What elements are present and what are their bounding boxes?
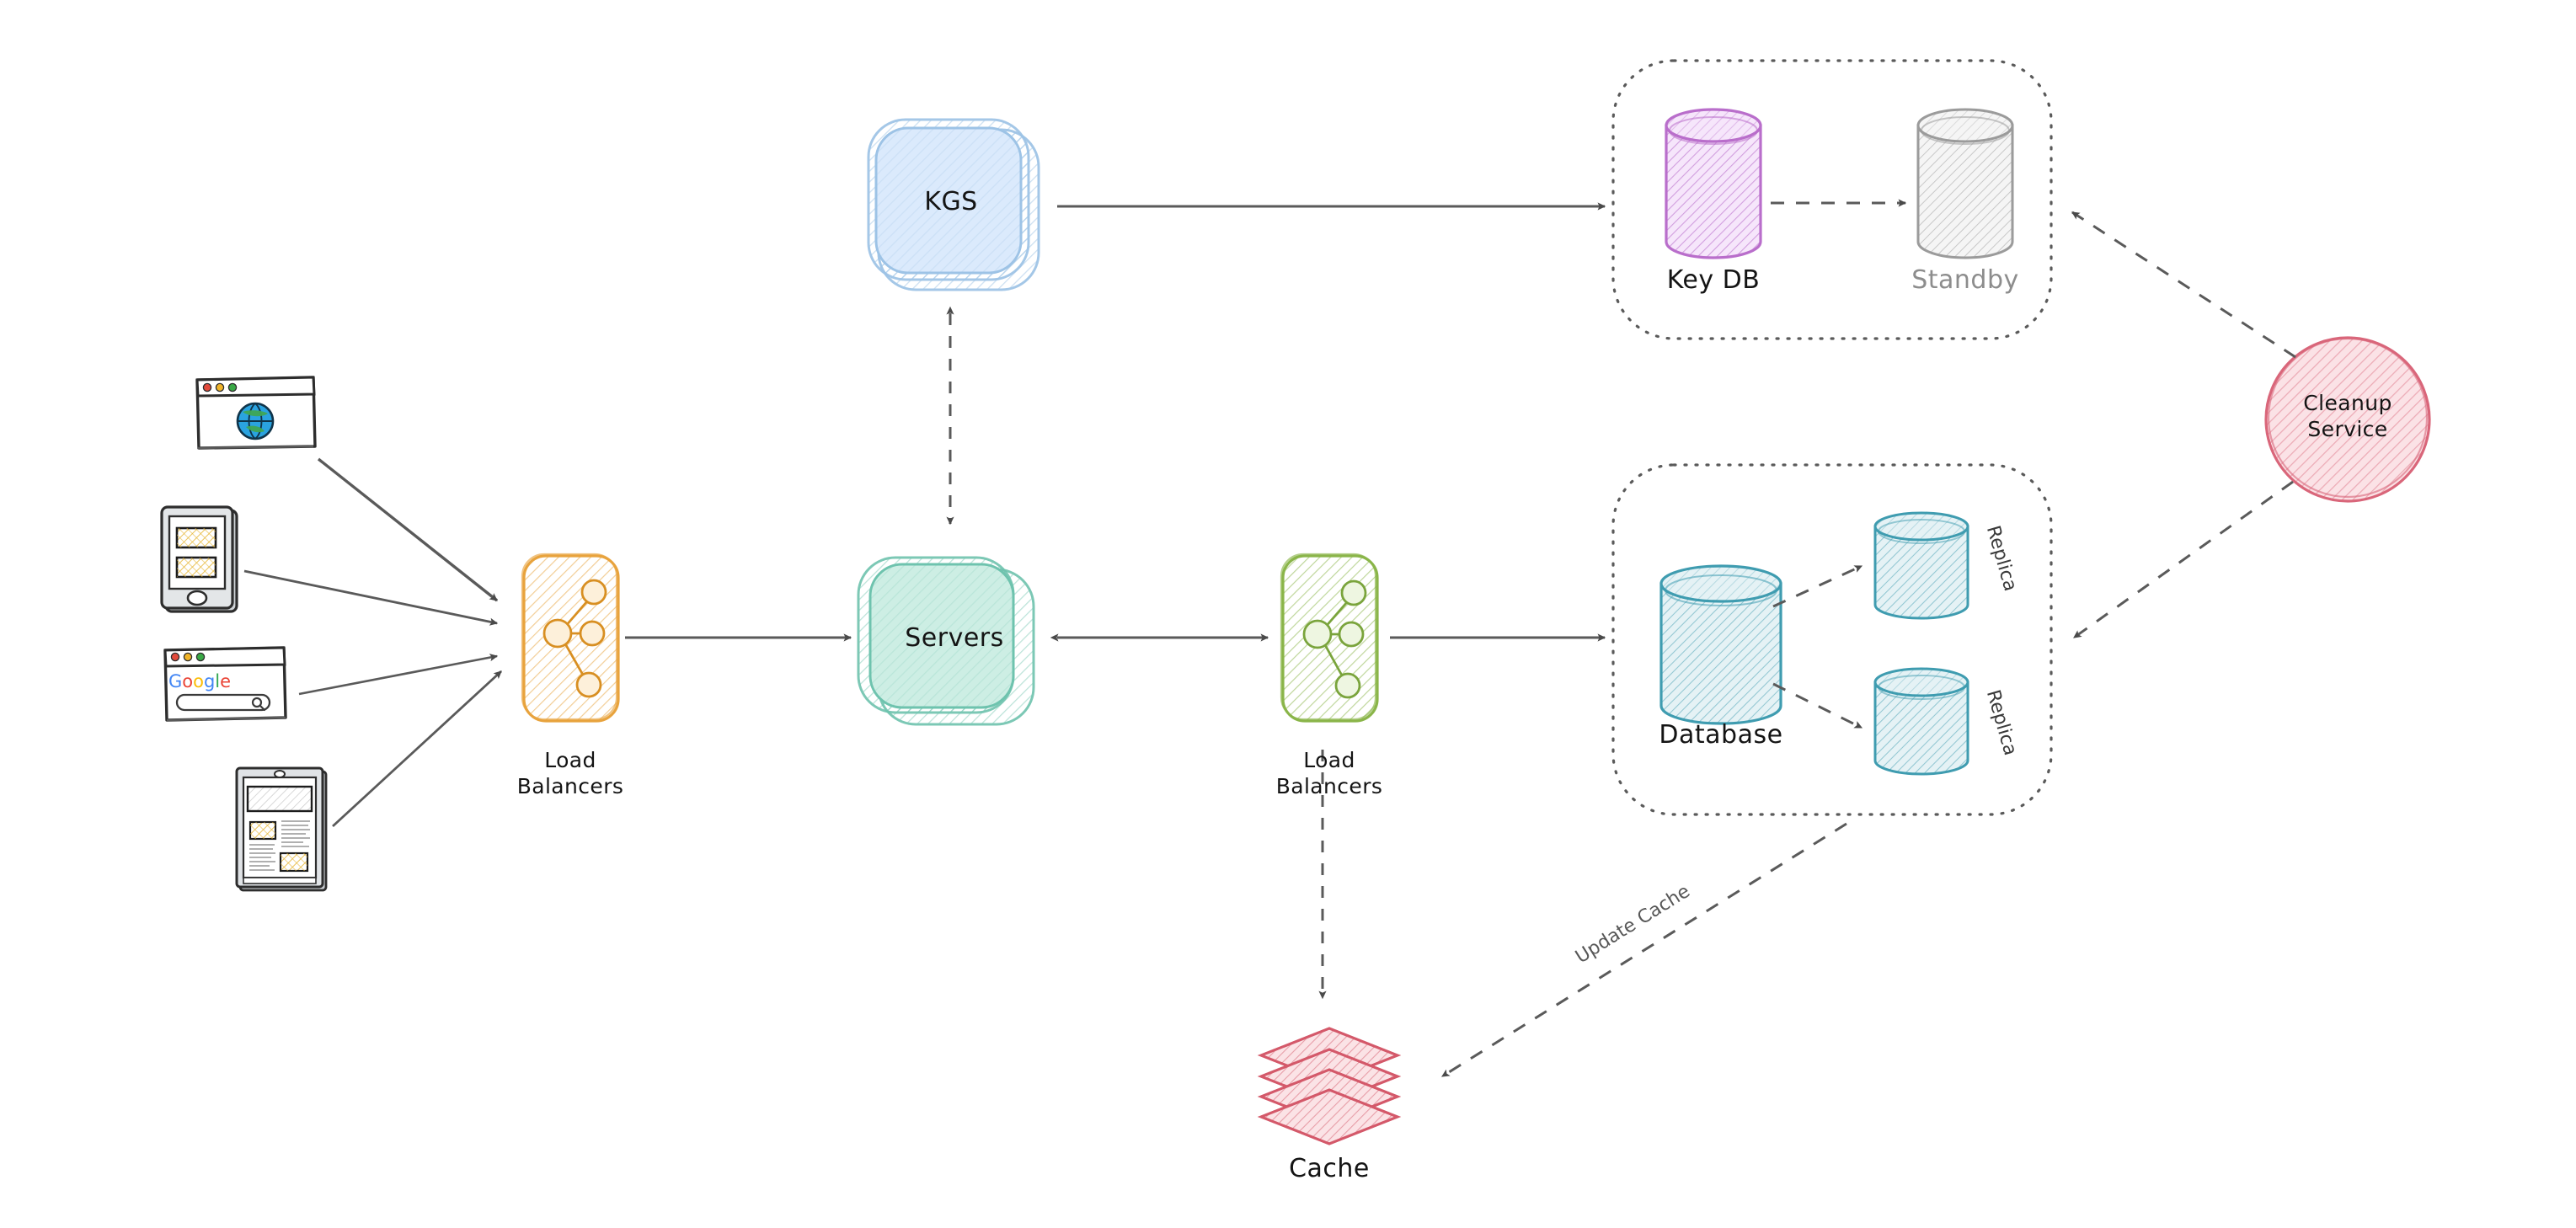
kgs-node[interactable] (867, 118, 1040, 291)
database-cylinder[interactable] (1659, 564, 1782, 725)
node-graph-icon (1302, 579, 1367, 699)
node-graph-icon (542, 579, 607, 698)
edge-database-to-replica-bottom (1772, 682, 1863, 729)
svg-text:Google: Google (168, 671, 231, 691)
servers-node[interactable] (857, 556, 1035, 726)
replica-cylinder-top[interactable] (1873, 511, 1969, 620)
browser-with-globe-icon (195, 376, 317, 450)
edge-database-to-cache-update (1440, 822, 1847, 1078)
tablet-document-icon (235, 766, 328, 892)
replica-cylinder-bottom[interactable] (1873, 667, 1969, 776)
load-balancers-backend[interactable] (1280, 553, 1379, 723)
edge-mobile-to-lb1 (243, 569, 499, 626)
cache-layers[interactable] (1257, 1027, 1402, 1145)
mobile-phone-icon (160, 505, 238, 613)
edge-database-to-replica-top (1772, 564, 1863, 608)
edge-tablet-to-lb1 (332, 670, 502, 828)
database-group-container (1611, 463, 2053, 816)
edge-cleanup-to-keydb-group (2071, 211, 2296, 359)
load-balancers-frontend[interactable] (521, 553, 620, 723)
cleanup-service-node[interactable] (2264, 336, 2431, 503)
standby-cylinder[interactable] (1916, 108, 2014, 259)
edge-browser-search-to-lb1 (298, 654, 499, 696)
edge-browser-globe-to-lb1 (317, 457, 499, 602)
key-db-group-container (1611, 59, 2053, 340)
edge-cleanup-to-database-group (2073, 480, 2294, 639)
browser-with-search-icon: Google (163, 646, 287, 722)
key-db-cylinder[interactable] (1665, 108, 1762, 259)
